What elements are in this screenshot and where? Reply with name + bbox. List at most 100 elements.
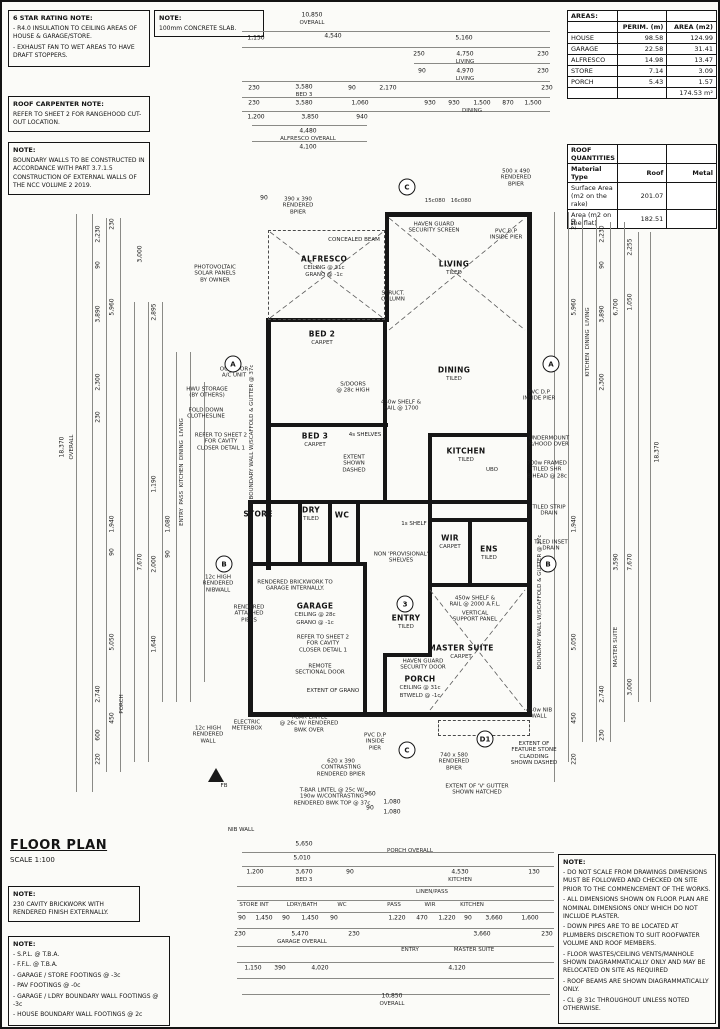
drawing-title: FLOOR PLAN [10, 838, 108, 853]
wall-segment [428, 504, 432, 587]
dimension-line [252, 125, 367, 126]
dimension-label: 10,850 [381, 992, 403, 1000]
boundary-walls-note: NOTE: BOUNDARY WALLS TO BE CONSTRUCTED I… [8, 142, 150, 195]
annotation-label: NIB WALL [227, 826, 255, 833]
dimension-label: KITCHEN [460, 901, 484, 908]
dimension-label: 470 [416, 914, 428, 922]
dimension-label: 390 [274, 964, 286, 972]
table-row: Surface Area (m2 on the rake)201.07 [567, 182, 717, 210]
wall-segment [385, 212, 389, 322]
note-item: - ALL DIMENSIONS SHOWN ON FLOOR PLAN ARE… [563, 896, 709, 921]
annotation-label: HAVEN GUARD SECURITY SCREEN [408, 221, 460, 234]
note-title: NOTE: [13, 146, 36, 154]
note-title: 6 STAR RATING NOTE: [13, 14, 93, 22]
dimension-label: 7,670 [626, 553, 634, 571]
note-list: - R4.0 INSULATION TO CEILING AREAS OF HO… [13, 25, 145, 61]
dimension-label: 90 [418, 67, 426, 75]
dimension-label: 1,080 [164, 515, 172, 533]
grid-marker: B [215, 555, 233, 573]
dimension-label: CEILING @ 28c [294, 611, 336, 618]
wall-segment [266, 500, 530, 504]
dimension-label: 1,220 [388, 914, 406, 922]
annotation-label: RENDERED ATTACHED PIERS [233, 604, 265, 624]
dimension-label: 230 [537, 67, 549, 75]
dimension-label: CARPET [304, 441, 326, 448]
dimension-label: 4,540 [324, 32, 342, 40]
dimension-label: 2,170 [379, 84, 397, 92]
dimension-label: MASTER SUITE [612, 626, 619, 668]
dimension-label: WIR [424, 901, 436, 908]
dimension-label: 940 [356, 113, 368, 121]
grid-marker: A [542, 355, 560, 373]
note-body: 230 CAVITY BRICKWORK WITH RENDERED FINIS… [13, 901, 109, 917]
annotation-label: PVC D.P INSIDE PIER [522, 389, 556, 402]
table-cell: Surface Area (m2 on the rake) [567, 182, 618, 210]
dimension-label: 230 [348, 930, 360, 938]
dimension-label: 90 [238, 914, 246, 922]
annotation-label: HAVEN GUARD SECURITY DOOR [400, 658, 446, 671]
note-item: - S.P.L. @ T.B.A. [13, 951, 60, 959]
dimension-label: 1,450 [301, 914, 319, 922]
dimension-label: TILED [481, 554, 497, 561]
dimension-label: 1,500 [473, 99, 491, 107]
wall-segment [383, 653, 432, 657]
dimension-line [414, 63, 550, 64]
wall-segment [428, 433, 530, 437]
dimension-label: 2,230 [598, 225, 606, 243]
table-cell: 174.53 m² [666, 87, 717, 99]
note-title: NOTE: [13, 890, 36, 898]
note-item: - HOUSE BOUNDARY WALL FOOTINGS @ 2c [13, 1011, 143, 1019]
dimension-label: 2,740 [598, 685, 606, 703]
dimension-label: TILED [303, 515, 319, 522]
dimension-label: PORCH OVERALL [387, 847, 433, 854]
room-label: BED 2 [308, 329, 336, 339]
dimension-label: 870 [502, 99, 514, 107]
dimension-label: 230 [248, 99, 260, 107]
roof-carpenter-note: ROOF CARPENTER NOTE: REFER TO SHEET 2 FO… [8, 96, 150, 132]
grid-marker: B [539, 555, 557, 573]
annotation-label: 12c HIGH RENDERED NIBWALL [202, 574, 234, 594]
dimension-label: PORCH [118, 694, 125, 714]
dimension-label: 130 [528, 868, 540, 876]
note-item: - ROOF BEAMS ARE SHOWN DIAGRAMMATICALLY … [563, 977, 709, 994]
dimension-label: 930 [448, 99, 460, 107]
wall-segment [266, 318, 388, 322]
annotation-label: PVC D.P INSIDE PIER [364, 732, 386, 752]
dimension-label: 4,530 [451, 868, 469, 876]
annotation-label: 500 x 490 RENDERED BPIER [500, 168, 532, 188]
room-label: STORE [243, 509, 273, 519]
dimension-line [242, 111, 550, 112]
dimension-label: 1,600 [521, 914, 539, 922]
dimension-label: 3,000 [136, 245, 144, 263]
annotation-label: STRUCT. COLUMN [381, 290, 405, 303]
dimension-label: BTWELD @ -1c [399, 692, 441, 699]
note-body: 100mm CONCRETE SLAB. [159, 25, 237, 33]
room-label: DINING [437, 365, 471, 375]
wall-segment [248, 500, 272, 504]
dimension-line [106, 218, 107, 772]
dimension-label: LDRY/BATH [286, 901, 318, 908]
dimension-label: 1,060 [351, 99, 369, 107]
six-star-rating-note: 6 STAR RATING NOTE: - R4.0 INSULATION TO… [8, 10, 150, 67]
dimension-label: 5,960 [570, 298, 578, 316]
note-title: NOTE: [159, 14, 182, 22]
dimension-line [242, 97, 550, 98]
annotation-label: EXTENT OF GRANO [306, 687, 360, 694]
dimension-label: ENTRY [401, 946, 419, 953]
dimension-label: 1,080 [383, 798, 401, 806]
dimension-label: LIVING [455, 58, 475, 65]
dimension-label: 10,850 [301, 11, 323, 19]
dimension-label: 2,000 [150, 555, 158, 573]
wall-segment [356, 504, 360, 564]
dimension-label: 1,640 [150, 635, 158, 653]
wall-segment [527, 212, 532, 717]
annotation-label: 4s SHELVES [348, 431, 382, 438]
dimension-label: KITCHEN [448, 876, 472, 883]
dimension-line [242, 47, 550, 48]
dimension-label: 1,450 [255, 914, 273, 922]
annotation-label: ELECTRIC METERBOX [231, 719, 263, 732]
dimension-label: 3,670 [295, 868, 313, 876]
dimension-label: 3,660 [485, 914, 503, 922]
